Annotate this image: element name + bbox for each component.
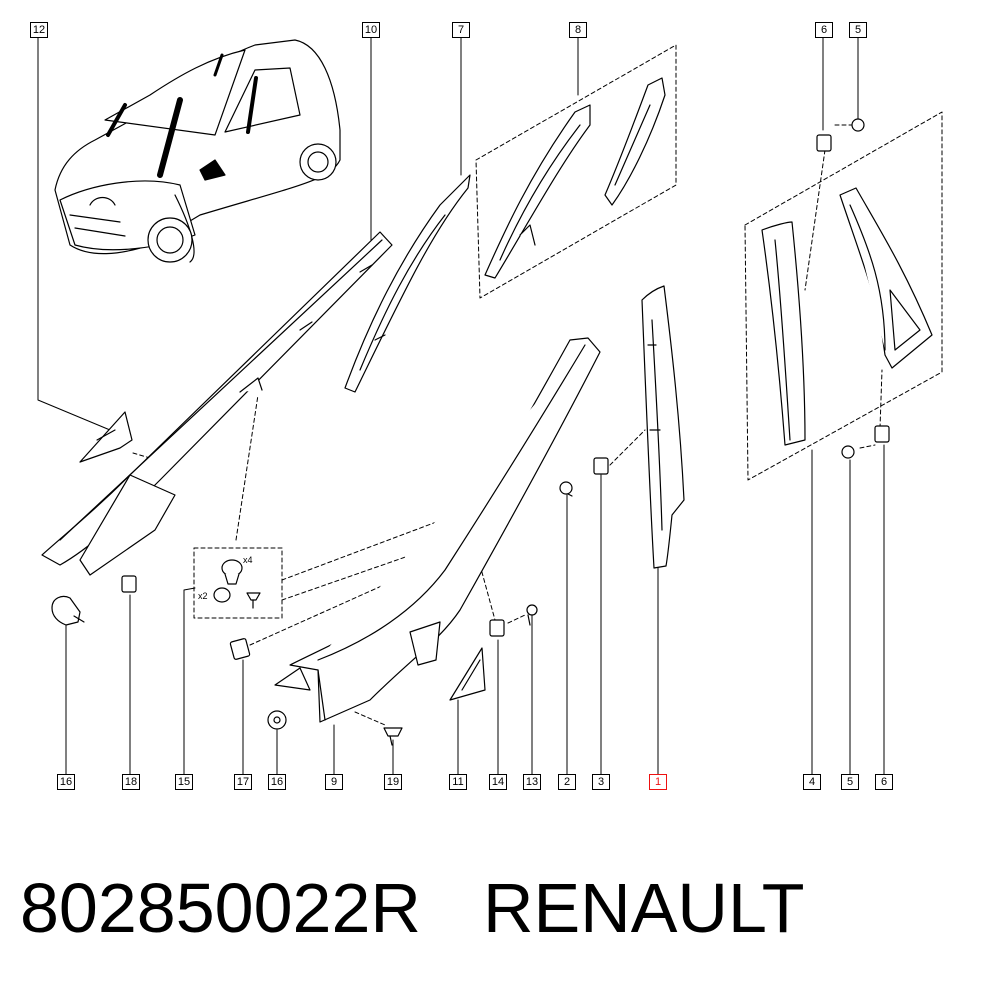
dashed-guides	[132, 44, 943, 726]
callout-3: 3	[592, 774, 610, 790]
part-14-clip	[489, 619, 505, 637]
part-13-screw	[526, 604, 538, 626]
callout-2: 2	[558, 774, 576, 790]
part-2-screw	[559, 481, 573, 497]
part-11-triangle	[449, 647, 486, 701]
part-17-clip	[229, 638, 251, 660]
fasteners	[51, 118, 890, 746]
callout-4: 4	[803, 774, 821, 790]
callout-13: 13	[523, 774, 541, 790]
callout-7: 7	[452, 22, 470, 38]
part-6-clip-top	[816, 134, 832, 152]
part-caption: 802850022R RENAULT	[20, 858, 980, 958]
part-number: 802850022R	[20, 869, 421, 947]
exploded-parts-diagram	[37, 36, 943, 775]
part-12-bracket	[79, 411, 133, 463]
part-1-b-pillar-trim	[641, 285, 685, 569]
callout-14: 14	[489, 774, 507, 790]
callout-17: 17	[234, 774, 252, 790]
callout-6-top: 6	[815, 22, 833, 38]
part-10-pillar-seal	[41, 231, 393, 576]
part-6-trim	[839, 187, 933, 369]
part-4-trim	[761, 221, 806, 446]
part-19-screw	[383, 727, 403, 746]
callout-11: 11	[449, 774, 467, 790]
part-5-screw-bottom	[841, 445, 855, 459]
part-18-clip	[121, 575, 137, 593]
part-15-clip-set	[213, 559, 261, 609]
callout-9: 9	[325, 774, 343, 790]
part-16-washer	[267, 710, 287, 730]
callout-16-plug: 16	[57, 774, 75, 790]
part-3-clip	[593, 457, 609, 475]
callout-15: 15	[175, 774, 193, 790]
callout-18: 18	[122, 774, 140, 790]
callout-8: 8	[569, 22, 587, 38]
car-illustration	[54, 39, 341, 263]
part-16-plug	[51, 595, 85, 626]
brand-name: RENAULT	[482, 869, 805, 947]
part-5-screw-top	[851, 118, 865, 132]
callout-19: 19	[384, 774, 402, 790]
part-8-assembly	[484, 77, 666, 279]
callout-5-top: 5	[849, 22, 867, 38]
callout-6-bottom: 6	[875, 774, 893, 790]
leader-lines	[37, 36, 885, 775]
callout-12: 12	[30, 22, 48, 38]
part-6-clip-bottom	[874, 425, 890, 443]
part-9-pillar-trim	[274, 337, 601, 723]
callout-10: 10	[362, 22, 380, 38]
quantity-x2: x2	[198, 591, 208, 601]
quantity-x4: x4	[243, 555, 253, 565]
callout-5-bottom: 5	[841, 774, 859, 790]
callout-16-washer: 16	[268, 774, 286, 790]
part-7-molding	[344, 174, 471, 393]
callout-1-highlighted: 1	[649, 774, 667, 790]
